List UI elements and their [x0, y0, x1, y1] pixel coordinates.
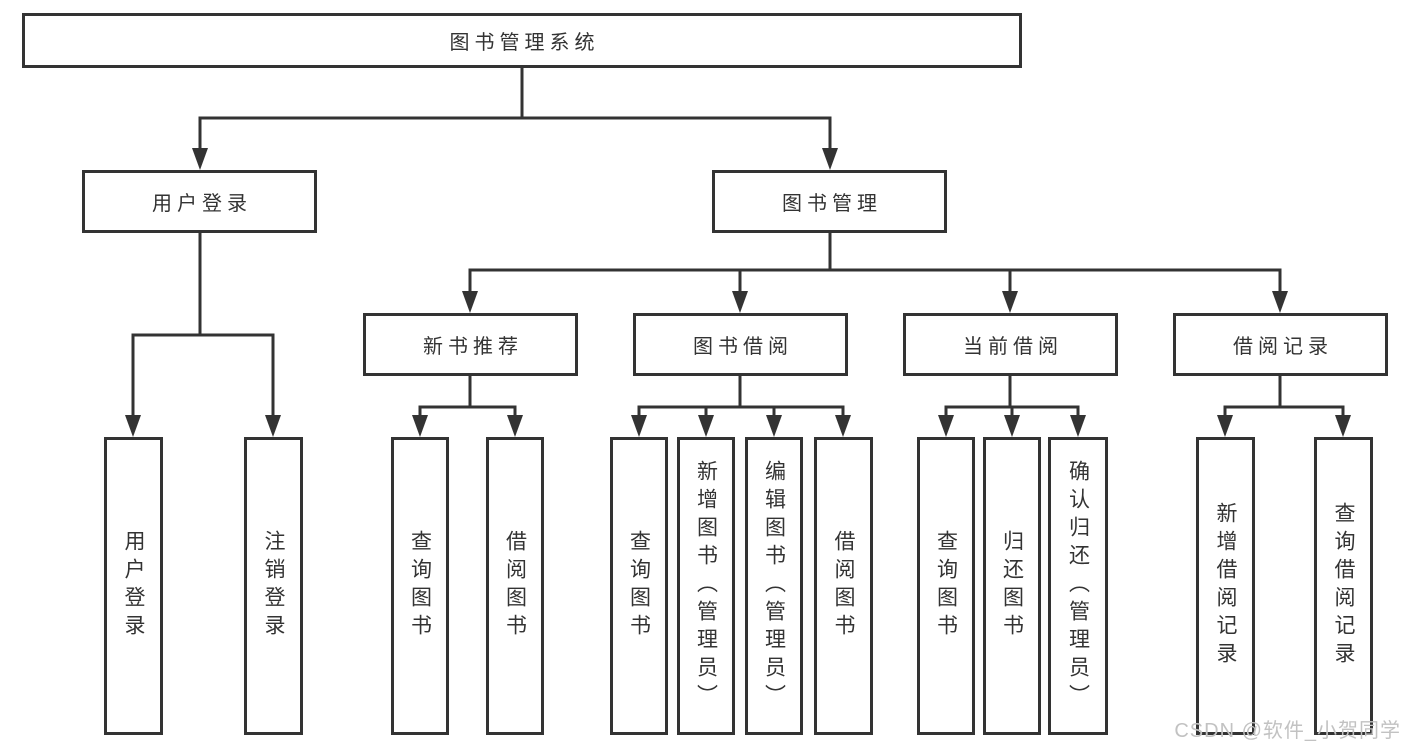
- node-new-book-recommendation: 新书推荐: [363, 313, 578, 376]
- leaf-confirm-return-admin: 确认归还（管理员）: [1048, 437, 1108, 735]
- leaf-add-borrow-record: 新增借阅记录: [1196, 437, 1255, 735]
- leaf-add-book-admin: 新增图书（管理员）: [677, 437, 735, 735]
- leaf-borrow-books-recommend: 借阅图书: [486, 437, 544, 735]
- node-borrowing-records: 借阅记录: [1173, 313, 1388, 376]
- leaf-query-books-borrowing: 查询图书: [610, 437, 668, 735]
- leaf-borrow-books: 借阅图书: [814, 437, 873, 735]
- leaf-logout: 注销登录: [244, 437, 303, 735]
- leaf-edit-book-admin: 编辑图书（管理员）: [745, 437, 803, 735]
- leaf-return-books: 归还图书: [983, 437, 1041, 735]
- node-book-borrowing: 图书借阅: [633, 313, 848, 376]
- node-book-management: 图书管理: [712, 170, 947, 233]
- node-user-login: 用户登录: [82, 170, 317, 233]
- leaf-query-borrow-record: 查询借阅记录: [1314, 437, 1373, 735]
- node-root-library-management-system: 图书管理系统: [22, 13, 1022, 68]
- leaf-query-books-current: 查询图书: [917, 437, 975, 735]
- node-current-borrowing: 当前借阅: [903, 313, 1118, 376]
- leaf-user-login: 用户登录: [104, 437, 163, 735]
- leaf-query-books-recommend: 查询图书: [391, 437, 449, 735]
